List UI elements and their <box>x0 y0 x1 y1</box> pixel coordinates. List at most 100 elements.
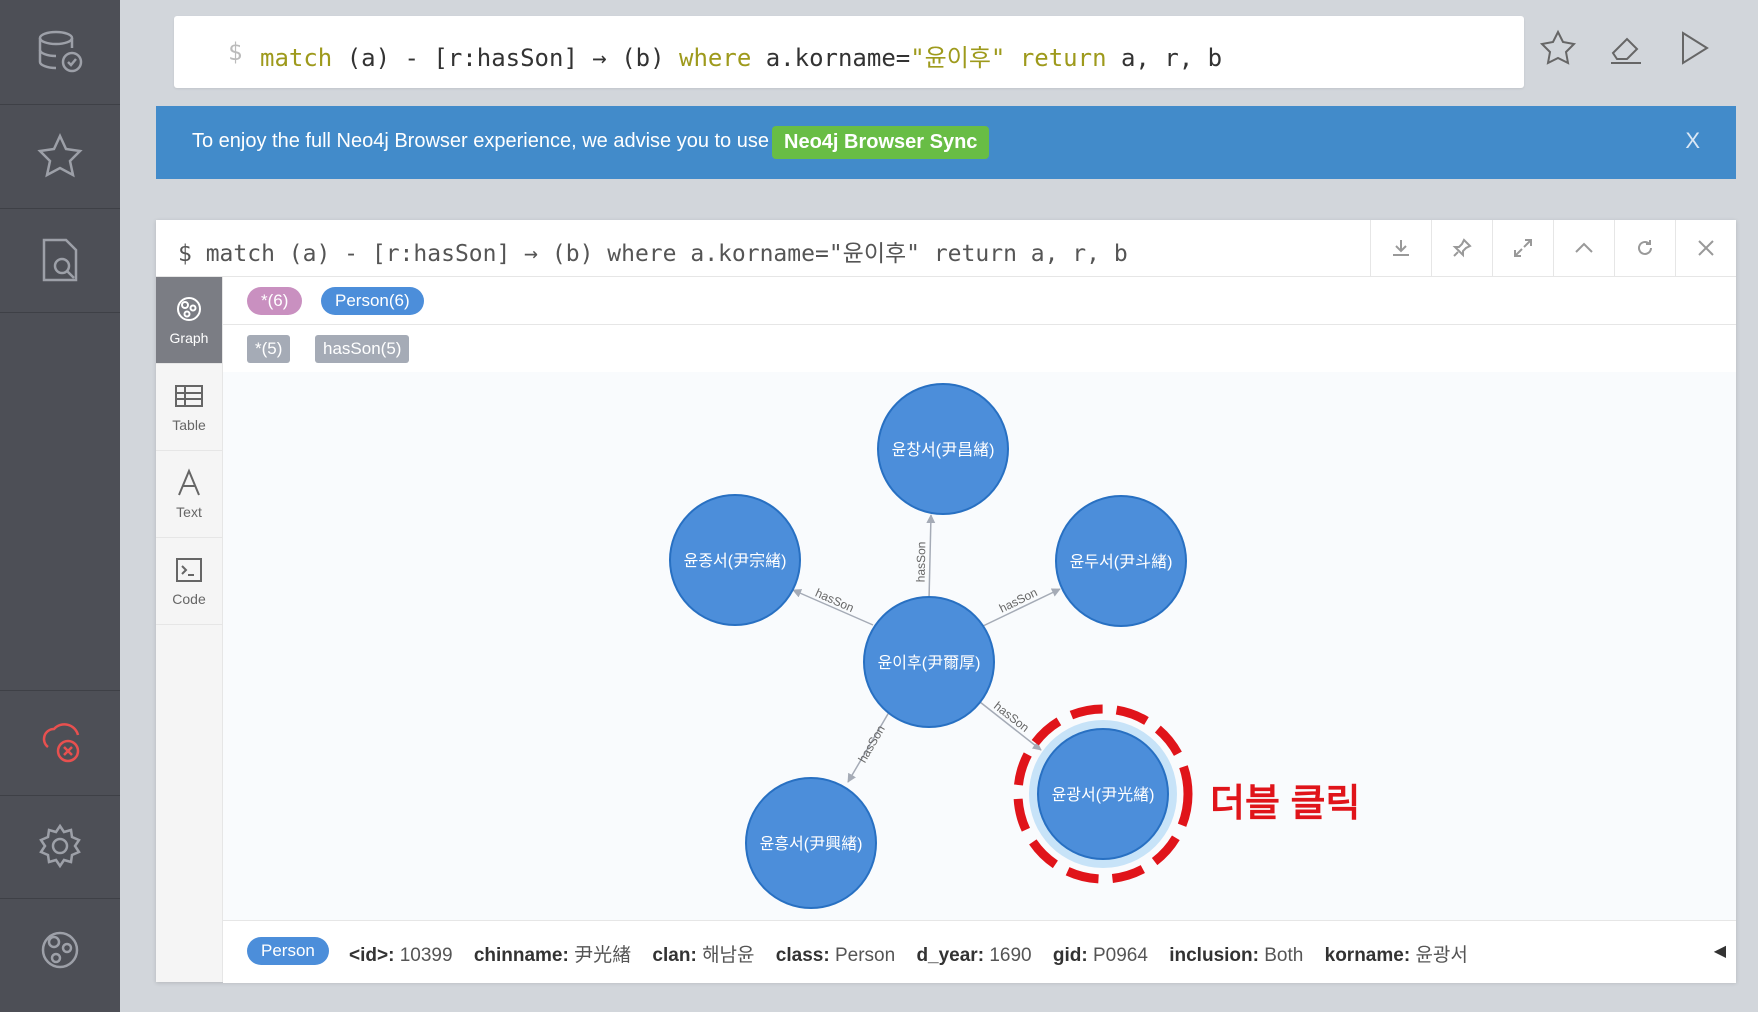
disconnected-icon <box>42 723 80 763</box>
rel-label: hasSon <box>813 586 856 615</box>
graph-icon <box>177 297 201 321</box>
details-label-pill[interactable]: Person <box>247 937 329 965</box>
legend-person-nodes[interactable]: Person(6) <box>321 287 424 315</box>
keyword-return: return <box>1005 44 1107 72</box>
graph-canvas[interactable]: hasSon hasSon hasSon hasSon hasSon 윤이 <box>223 372 1736 920</box>
node-label: 윤광서(尹光緖) <box>1052 786 1155 804</box>
relationship-4[interactable]: hasSon <box>847 701 896 783</box>
banner-close-button[interactable]: X <box>1685 128 1700 153</box>
collapse-button[interactable] <box>1553 220 1614 276</box>
keyword-match: match <box>260 44 333 72</box>
play-icon <box>1682 31 1709 65</box>
connection-status-button[interactable] <box>0 690 120 796</box>
expand-icon <box>1514 239 1532 257</box>
rel-label: hasSon <box>991 699 1032 735</box>
view-tabs: Graph Table Text Code <box>156 277 223 982</box>
node-3[interactable]: 윤두서(尹斗緖) <box>1055 495 1187 627</box>
about-button[interactable] <box>0 898 120 1002</box>
prop-key: inclusion: <box>1169 945 1259 966</box>
graph-svg: hasSon hasSon hasSon hasSon hasSon 윤이 <box>669 383 1193 909</box>
favorites-button[interactable] <box>0 104 120 209</box>
chevron-up-icon <box>1575 242 1593 253</box>
query-part: (a) - [r:hasSon] → (b) <box>332 44 680 72</box>
close-frame-button[interactable] <box>1675 220 1736 276</box>
download-button[interactable] <box>1370 220 1431 276</box>
details-properties: <id>: 10399 chinname: 尹光緖 clan: 해남윤 clas… <box>349 940 1468 967</box>
prop-key: <id>: <box>349 945 395 966</box>
double-click-annotation: 더블 클릭 <box>1210 783 1361 825</box>
relationship-3[interactable]: hasSon <box>982 585 1061 627</box>
tab-text[interactable]: Text <box>156 451 222 538</box>
eraser-icon <box>1611 37 1641 64</box>
query-part: a.korname= <box>751 44 911 72</box>
prop-key: clan: <box>652 945 697 966</box>
code-icon <box>176 558 202 582</box>
node-1[interactable]: 윤창서(尹昌緖) <box>877 383 1009 515</box>
node-4[interactable]: 윤흥서(尹興緖) <box>745 777 877 909</box>
favorite-query-button[interactable] <box>1536 26 1580 70</box>
clear-query-button[interactable] <box>1604 26 1648 70</box>
relationship-1[interactable]: hasSon <box>914 514 936 601</box>
editor-prompt: $ <box>228 38 243 66</box>
prop-key: gid: <box>1052 945 1088 966</box>
tab-label: Text <box>176 504 202 520</box>
highlight-ring <box>1013 704 1193 884</box>
pin-icon <box>1452 238 1472 258</box>
tab-graph[interactable]: Graph <box>156 277 222 364</box>
node-label: 윤종서(尹宗緖) <box>684 552 787 570</box>
run-query-button[interactable] <box>1672 26 1716 70</box>
relationship-5[interactable]: hasSon <box>979 699 1042 751</box>
legend-all-rels[interactable]: *(5) <box>247 335 291 363</box>
keyword-where: where <box>679 44 752 72</box>
database-icon <box>38 30 83 73</box>
settings-button[interactable] <box>0 794 120 899</box>
download-icon <box>1393 240 1409 256</box>
sync-banner: To enjoy the full Neo4j Browser experien… <box>156 106 1736 179</box>
fullscreen-button[interactable] <box>1492 220 1553 276</box>
banner-message: To enjoy the full Neo4j Browser experien… <box>192 130 769 152</box>
rel-label: hasSon <box>914 541 929 582</box>
prop-value: 윤광서 <box>1415 945 1468 966</box>
gear-icon <box>39 823 81 869</box>
star-icon <box>1539 29 1577 65</box>
tab-table[interactable]: Table <box>156 364 222 451</box>
collapse-details-icon[interactable]: ◀ <box>1713 943 1726 960</box>
editor-query[interactable]: match (a) - [r:hasSon] → (b) where a.kor… <box>260 38 1222 73</box>
relationship-legend: *(5) hasSon(5) <box>223 325 1736 373</box>
documents-button[interactable] <box>0 208 120 313</box>
text-icon <box>178 468 200 496</box>
close-icon <box>1698 240 1714 256</box>
prop-value: Both <box>1264 945 1304 966</box>
query-string: "윤이후" <box>910 44 1006 72</box>
rerun-button[interactable] <box>1614 220 1675 276</box>
node-center[interactable]: 윤이후(尹爾厚) <box>863 596 995 728</box>
frame-header: $ match (a) - [r:hasSon] → (b) where a.k… <box>156 220 1736 277</box>
prop-value: 10399 <box>399 945 453 966</box>
database-button[interactable] <box>0 0 120 105</box>
frame-title[interactable]: $ match (a) - [r:hasSon] → (b) where a.k… <box>178 241 1128 267</box>
document-search-icon <box>42 238 78 282</box>
tab-code[interactable]: Code <box>156 538 222 625</box>
query-part: a, r, b <box>1106 44 1223 72</box>
legend-hasson-rels[interactable]: hasSon(5) <box>315 335 410 363</box>
prop-value: 1690 <box>989 945 1032 966</box>
query-editor[interactable]: $ match (a) - [r:hasSon] → (b) where a.k… <box>174 16 1524 88</box>
prop-key: d_year: <box>916 945 985 966</box>
prop-key: chinname: <box>473 945 569 966</box>
table-icon <box>175 385 203 407</box>
tab-label: Table <box>172 417 206 433</box>
node-label: 윤창서(尹昌緖) <box>892 441 995 459</box>
node-2[interactable]: 윤종서(尹宗緖) <box>669 494 801 626</box>
legend-all-nodes[interactable]: *(6) <box>247 287 303 315</box>
prop-key: korname: <box>1324 945 1411 966</box>
node-label: 윤두서(尹斗緖) <box>1070 553 1173 571</box>
prop-key: class: <box>775 945 830 966</box>
node-label: 윤이후(尹爾厚) <box>878 654 981 672</box>
pin-button[interactable] <box>1431 220 1492 276</box>
frame-actions <box>1370 220 1736 276</box>
relationship-2[interactable]: hasSon <box>792 586 874 626</box>
node-5-selected[interactable]: 윤광서(尹光緖) <box>1013 704 1193 884</box>
prop-value: 해남윤 <box>702 945 755 966</box>
browser-sync-button[interactable]: Neo4j Browser Sync <box>772 126 990 159</box>
prop-value: P0964 <box>1093 945 1148 966</box>
